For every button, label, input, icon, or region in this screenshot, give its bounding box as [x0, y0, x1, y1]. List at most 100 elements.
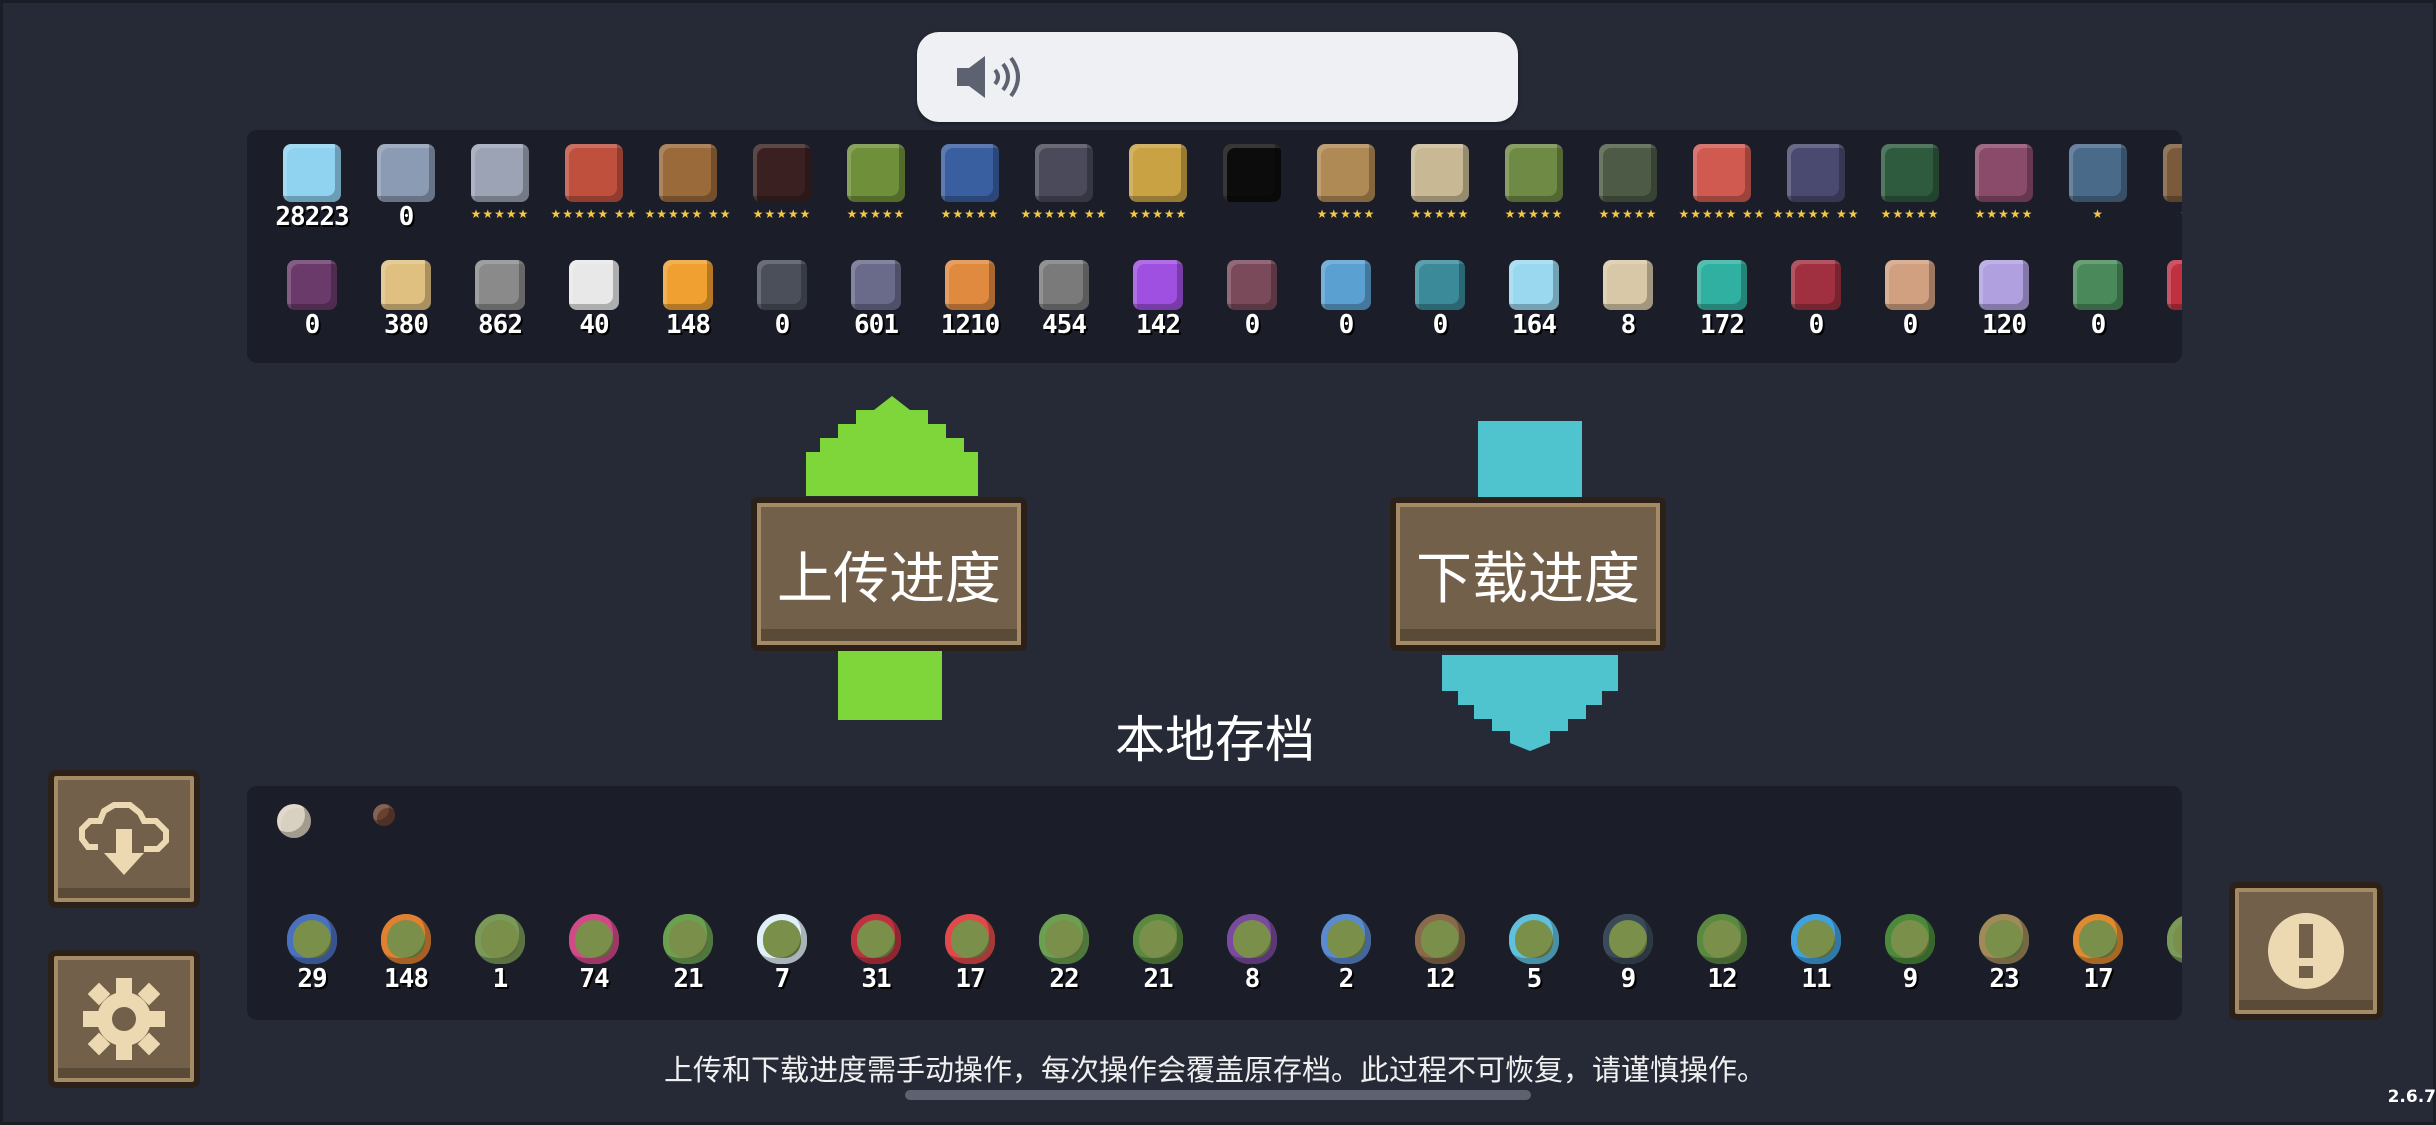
upload-progress-button[interactable]: 上传进度	[751, 497, 1027, 651]
seed-count: 23	[1989, 964, 2019, 994]
material-cell[interactable]: 172	[1675, 260, 1769, 340]
material-cell[interactable]: 0	[1769, 260, 1863, 340]
seed-cell[interactable]: 17	[923, 914, 1017, 994]
teal-crystal-icon	[1697, 260, 1747, 310]
material-cell[interactable]: 2	[2145, 260, 2182, 340]
hero-cell[interactable]: ★★★★★ ★★	[547, 144, 641, 220]
seed-cell[interactable]: 12	[1393, 914, 1487, 994]
hero-cell[interactable]: ★★★★★	[1393, 144, 1487, 220]
currency-cell[interactable]: 28223	[265, 144, 359, 232]
material-cell[interactable]: 0	[1299, 260, 1393, 340]
seed-cell[interactable]: 22	[1017, 914, 1111, 994]
seed-cell[interactable]: 148	[359, 914, 453, 994]
seed-cell[interactable]: 74	[547, 914, 641, 994]
material-cell[interactable]: 0	[2051, 260, 2145, 340]
hero-cell[interactable]: ★★★★★	[1863, 144, 1957, 220]
settings-button[interactable]	[48, 950, 200, 1088]
book-hero-icon	[1975, 144, 2033, 202]
seed-flower-icon	[569, 914, 619, 964]
gear-icon	[83, 978, 165, 1060]
material-cell[interactable]: 142	[1111, 260, 1205, 340]
download-progress-label: 下载进度	[1416, 546, 1640, 612]
rogue-hero-icon	[565, 144, 623, 202]
hero-stars: ★★★★★	[1410, 207, 1470, 221]
material-cell[interactable]: 120	[1957, 260, 2051, 340]
material-count: 172	[1700, 310, 1745, 340]
material-cell[interactable]: 1210	[923, 260, 1017, 340]
seed-cell[interactable]: 31	[829, 914, 923, 994]
material-cell[interactable]: 454	[1017, 260, 1111, 340]
hero-cell[interactable]: ★	[2051, 144, 2145, 220]
seed-cell[interactable]: 21	[641, 914, 735, 994]
assassin-hero-icon	[753, 144, 811, 202]
seed-cell[interactable]: 5	[1487, 914, 1581, 994]
seed-cell[interactable]: 1	[453, 914, 547, 994]
material-count: 380	[384, 310, 429, 340]
material-cell[interactable]: 380	[359, 260, 453, 340]
seed-count: 21	[673, 964, 703, 994]
material-cell[interactable]: 164	[1487, 260, 1581, 340]
hero-cell[interactable]: ★★★★★ ★★	[1675, 144, 1769, 220]
material-count: 164	[1512, 310, 1557, 340]
seed-cell[interactable]: 4	[2145, 914, 2182, 994]
seed-cell[interactable]: 8	[1205, 914, 1299, 994]
material-cell[interactable]: 862	[453, 260, 547, 340]
material-cell[interactable]: 0	[1205, 260, 1299, 340]
currency-cell[interactable]: 0	[359, 144, 453, 232]
seed-cell[interactable]: 11	[1769, 914, 1863, 994]
misc-item-cell[interactable]	[337, 804, 431, 826]
hero-cell[interactable]: ★★★★★	[1487, 144, 1581, 220]
hero-cell[interactable]: ★★★★★	[735, 144, 829, 220]
seed-count: 29	[297, 964, 327, 994]
material-cell[interactable]: 0	[1393, 260, 1487, 340]
material-cell[interactable]: 40	[547, 260, 641, 340]
hero-stars: ★★★★★	[1128, 207, 1188, 221]
seed-cell[interactable]: 21	[1111, 914, 1205, 994]
seed-cell[interactable]: 9	[1581, 914, 1675, 994]
material-cell[interactable]: 601	[829, 260, 923, 340]
seed-count: 7	[774, 964, 791, 994]
download-progress-button[interactable]: 下载进度	[1390, 497, 1666, 651]
hero-cell[interactable]: ★★★★★	[1957, 144, 2051, 220]
seed-bush-icon	[1697, 914, 1747, 964]
local-save-panel[interactable]: 29148174217311722218212591211923174	[247, 786, 2182, 1020]
material-count: 0	[1244, 310, 1261, 340]
hero-stars: ★★★★★ ★★	[1772, 207, 1860, 221]
hero-cell[interactable]: ★★★★★	[829, 144, 923, 220]
home-indicator[interactable]	[905, 1090, 1531, 1100]
seed-cell[interactable]: 17	[2051, 914, 2145, 994]
seed-cell[interactable]: 2	[1299, 914, 1393, 994]
seed-cell[interactable]: 23	[1957, 914, 2051, 994]
material-count: 0	[2090, 310, 2107, 340]
material-cell[interactable]: 0	[265, 260, 359, 340]
hero-cell[interactable]: ★★★★★ ★★	[1017, 144, 1111, 220]
seed-cell[interactable]: 12	[1675, 914, 1769, 994]
seed-stick-icon	[1979, 914, 2029, 964]
hero-cell[interactable]: ★★★★★ ★★	[1769, 144, 1863, 220]
purple-crystal-icon	[1133, 260, 1183, 310]
wood-plank-icon	[381, 260, 431, 310]
hero-cell[interactable]: ★★★★★	[1299, 144, 1393, 220]
seed-cell[interactable]: 9	[1863, 914, 1957, 994]
material-cell[interactable]: 8	[1581, 260, 1675, 340]
hero-cell[interactable]: ★★★★★	[453, 144, 547, 220]
seed-cell[interactable]: 7	[735, 914, 829, 994]
material-cell[interactable]: 148	[641, 260, 735, 340]
hero-cell[interactable]: ★★★★★	[1111, 144, 1205, 220]
seed-leaf-icon	[1039, 914, 1089, 964]
seed-blue-bloom-icon	[1321, 914, 1371, 964]
hero-cell[interactable]: ★★★★★	[923, 144, 1017, 220]
seed-count: 22	[1049, 964, 1079, 994]
hero-cell[interactable]: ★★★★★	[1581, 144, 1675, 220]
hero-cell[interactable]: ★★★★★ ★★	[641, 144, 735, 220]
hero-cell[interactable]: ★★	[2145, 144, 2182, 220]
cloud-sync-button[interactable]	[48, 770, 200, 908]
material-cell[interactable]: 0	[735, 260, 829, 340]
info-button[interactable]	[2229, 882, 2383, 1020]
hero-cell[interactable]	[1205, 144, 1299, 208]
seed-cell[interactable]: 29	[265, 914, 359, 994]
material-cell[interactable]: 0	[1863, 260, 1957, 340]
misc-item-cell[interactable]	[247, 804, 341, 838]
violet-shard-icon	[1979, 260, 2029, 310]
